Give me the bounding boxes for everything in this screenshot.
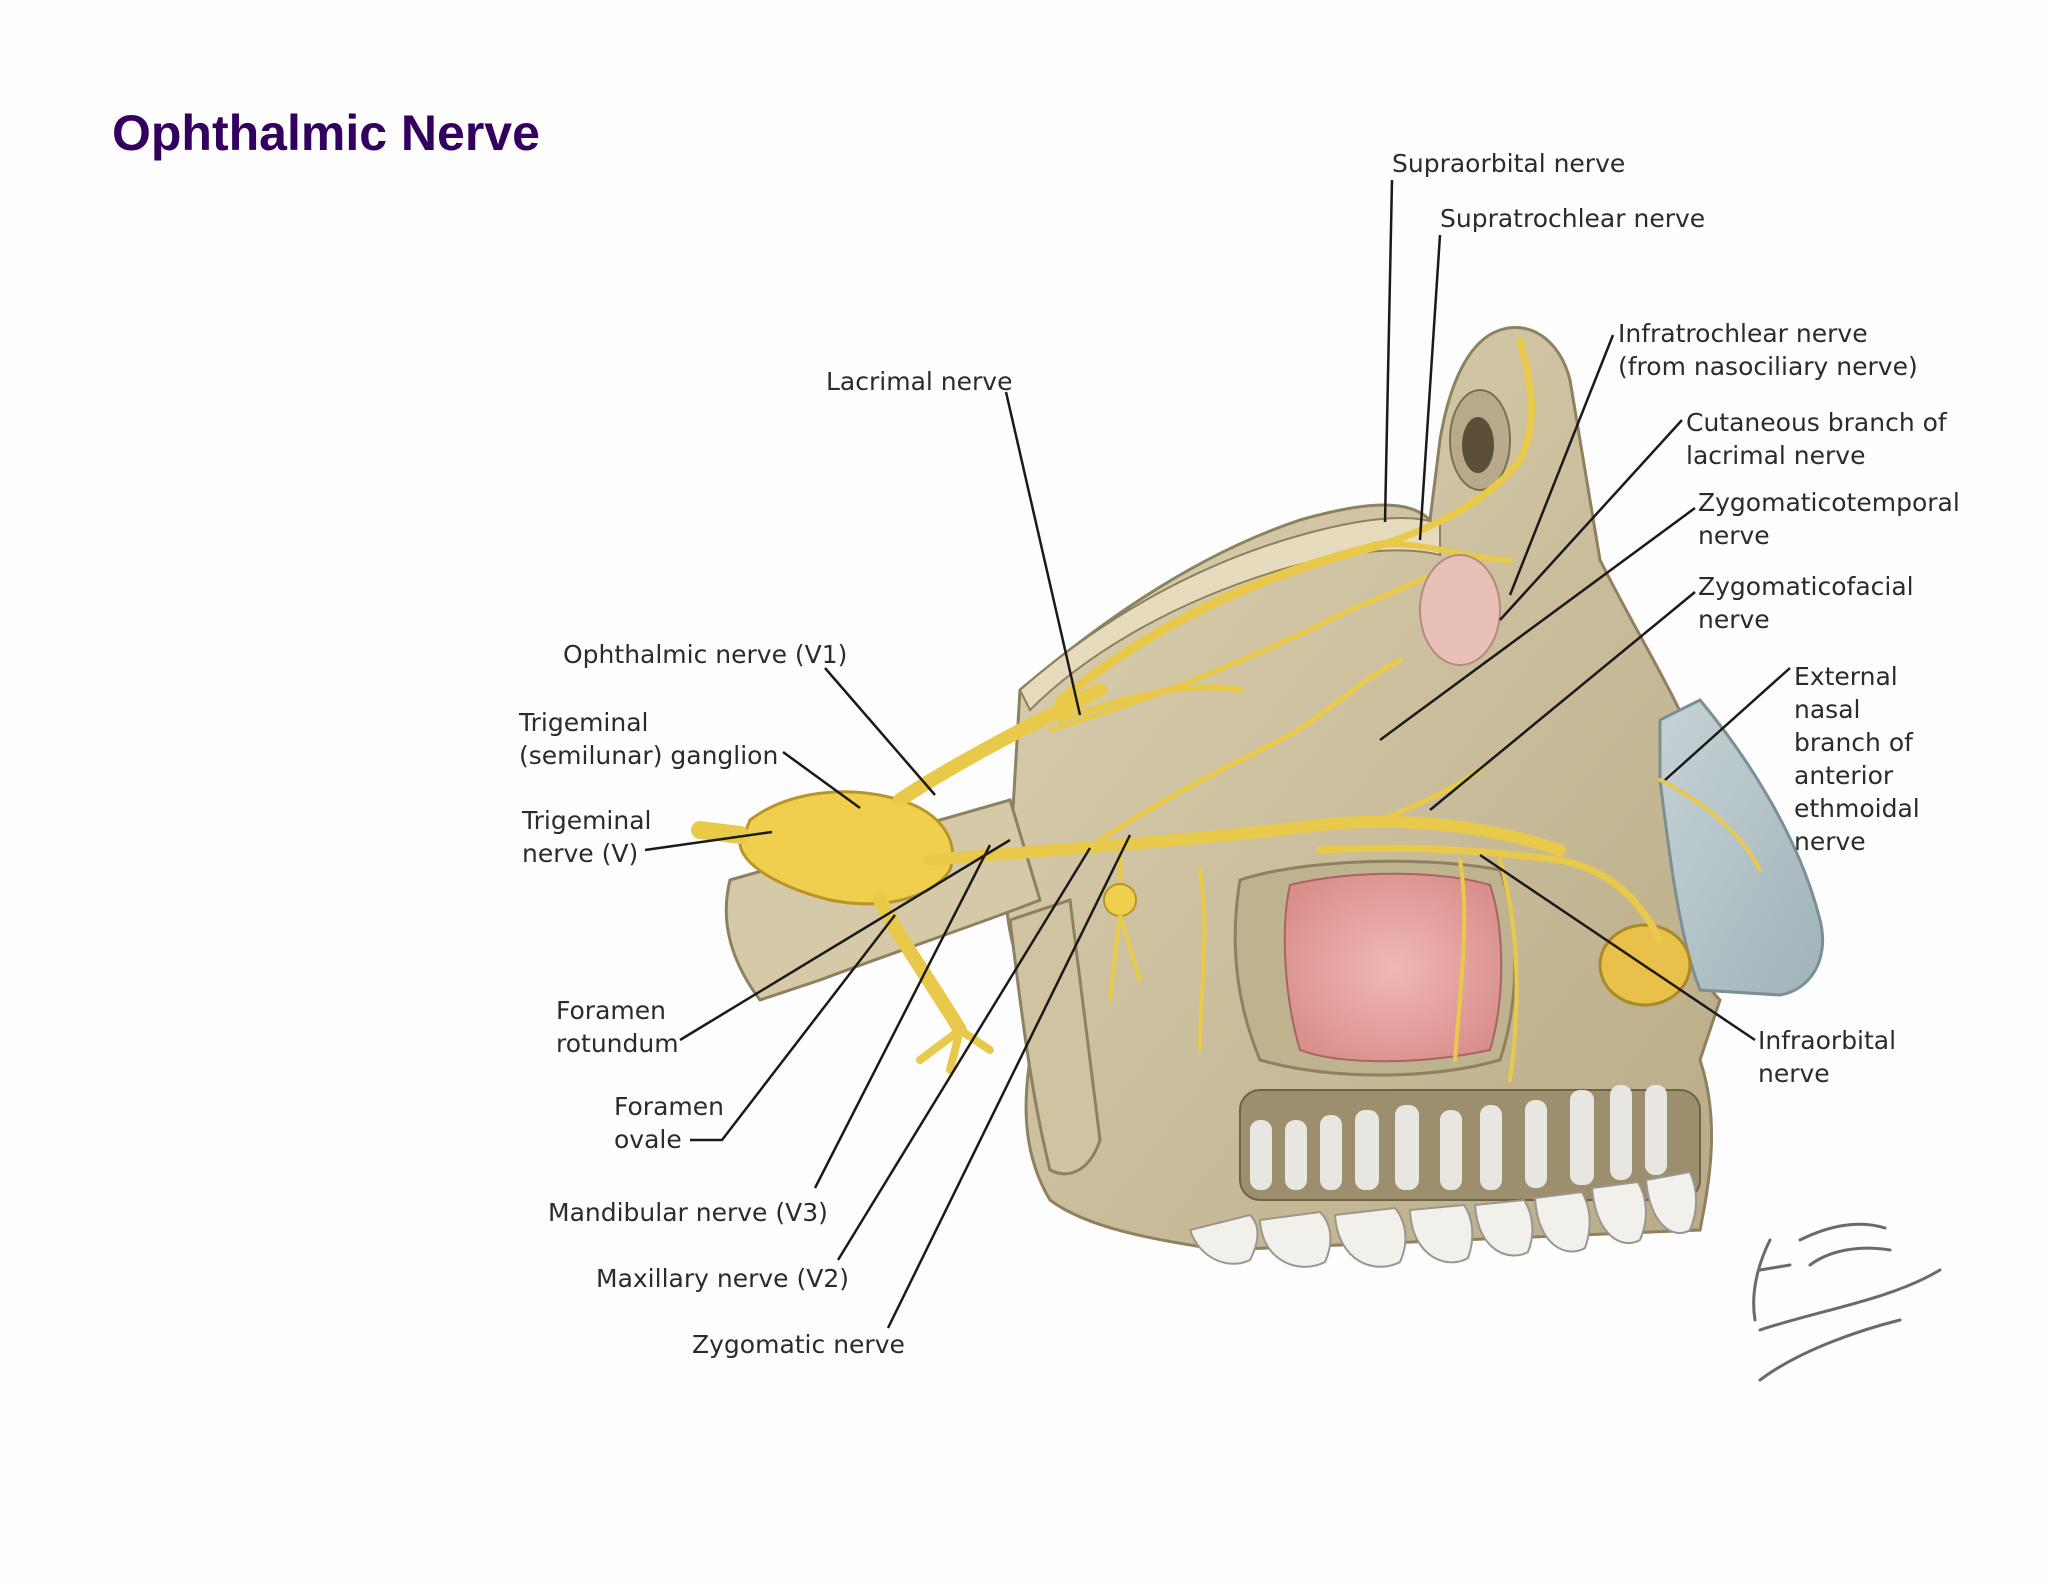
- label-maxillary-nerve-v2: Maxillary nerve (V2): [596, 1264, 850, 1293]
- label-mandibular-nerve-v3: Mandibular nerve (V3): [548, 1198, 828, 1227]
- label-supratrochlear-nerve: Supratrochlear nerve: [1440, 204, 1706, 233]
- label-supraorbital-nerve: Supraorbital nerve: [1392, 149, 1626, 178]
- label-lacrimal-nerve: Lacrimal nerve: [826, 367, 1013, 396]
- leader-infratrochlear: [1508, 334, 1615, 596]
- leader-cutaneous-lacrimal: [1499, 419, 1683, 621]
- label-foramen-rotundum: Foramen rotundum: [556, 996, 679, 1058]
- leader-lacrimal: [1004, 391, 1082, 716]
- maxillary-teeth-crowns: [1188, 1170, 1697, 1268]
- leader-zygomaticofacial: [1429, 591, 1696, 811]
- leader-mandibular-v3: [813, 844, 992, 1189]
- leader-trigeminal-nerve: [644, 830, 773, 852]
- label-cutaneous-branch-lacrimal: Cutaneous branch of lacrimal nerve: [1686, 408, 1947, 470]
- leader-zygomaticotemporal: [1379, 506, 1696, 742]
- label-infraorbital-nerve: Infraorbital nerve: [1758, 1026, 1897, 1088]
- leader-external-nasal: [1664, 667, 1791, 781]
- label-external-nasal-branch: External nasal branch of anterior ethmoi…: [1794, 662, 1920, 856]
- leader-ophthalmic-v1: [824, 667, 936, 796]
- leader-lines: [644, 179, 1791, 1329]
- leader-maxillary-v2: [836, 847, 1092, 1261]
- leader-infraorbital: [1479, 853, 1756, 1042]
- leader-trigeminal-ganglion: [782, 750, 861, 810]
- leader-zygomatic: [886, 834, 1132, 1329]
- nerve-network: [691, 336, 1762, 1082]
- nasal-cartilage: [1658, 698, 1825, 997]
- label-trigeminal-nerve: Trigeminal nerve (V): [522, 806, 652, 868]
- label-trigeminal-ganglion: Trigeminal (semilunar) ganglion: [519, 708, 779, 770]
- leader-supratrochlear: [1418, 234, 1442, 541]
- maxillary-teeth-roots: [1239, 1085, 1701, 1201]
- label-infratrochlear-nerve: Infratrochlear nerve (from nasociliary n…: [1618, 319, 1918, 381]
- label-foramen-ovale: Foramen ovale: [614, 1092, 724, 1154]
- label-zygomaticofacial-nerve: Zygomaticofacial nerve: [1698, 572, 1914, 634]
- leader-supraorbital: [1383, 179, 1394, 523]
- leader-foramen-ovale: [690, 914, 896, 1142]
- leader-foramen-rotundum: [679, 838, 1011, 1042]
- label-zygomatic-nerve: Zygomatic nerve: [692, 1330, 905, 1359]
- label-ophthalmic-nerve-v1: Ophthalmic nerve (V1): [563, 640, 848, 669]
- artist-signature: [1752, 1222, 1942, 1382]
- page-title: Ophthalmic Nerve: [112, 105, 540, 161]
- label-zygomaticotemporal-nerve: Zygomaticotemporal nerve: [1698, 488, 1960, 550]
